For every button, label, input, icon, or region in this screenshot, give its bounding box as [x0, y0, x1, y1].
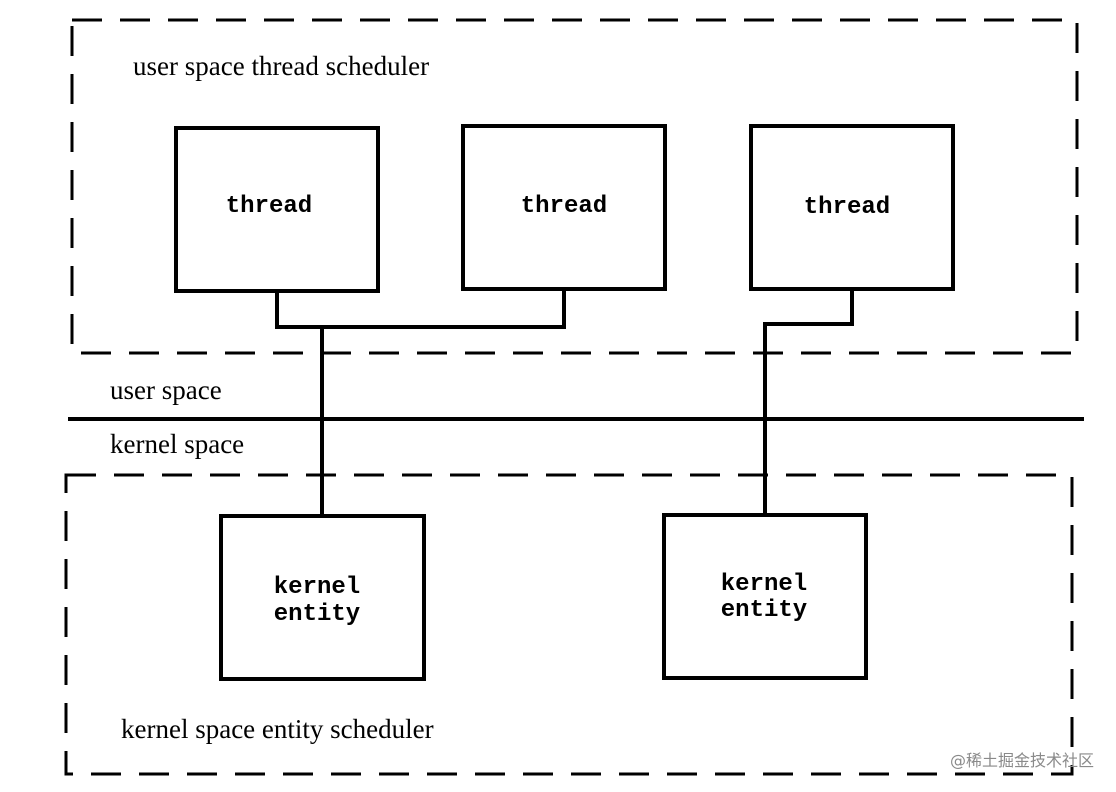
kernel-entity-label-2-line2: entity [721, 597, 807, 624]
kernel-entity-label-1-line1: kernel [274, 574, 360, 601]
thread-label-3: thread [804, 194, 890, 221]
entity-2-connector [763, 289, 854, 515]
thread-box-2 [461, 124, 667, 291]
kernel-entity-box-2 [662, 513, 868, 680]
kernel-entity-label-2-line1: kernel [721, 571, 807, 598]
user-space-scheduler-label: user space thread scheduler [133, 51, 429, 81]
thread-label-1: thread [226, 193, 312, 220]
watermark-text: @稀土掘金技术社区 [950, 751, 1094, 770]
thread-box-3 [749, 124, 955, 291]
user-space-scheduler-region [70, 18, 1079, 355]
kernel-space-scheduler-label: kernel space entity scheduler [121, 714, 434, 744]
user-space-label: user space [110, 375, 222, 405]
kernel-entity-label-1-line2: entity [274, 601, 360, 628]
kernel-space-scheduler-region [64, 473, 1074, 776]
thread-join-connector [275, 289, 566, 329]
kernel-space-label: kernel space [110, 429, 244, 459]
kernel-entity-box-1 [219, 514, 426, 681]
thread-label-2: thread [521, 193, 607, 220]
